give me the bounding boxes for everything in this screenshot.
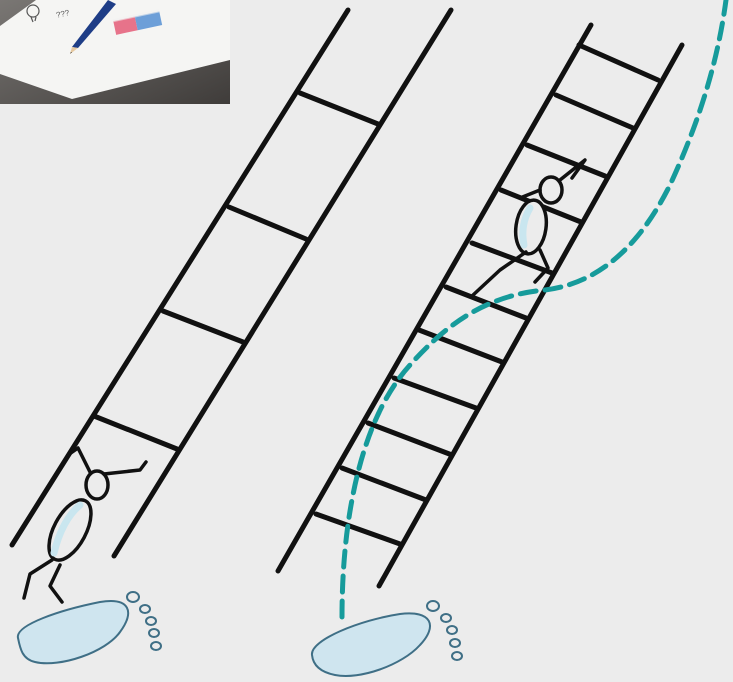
right-ladder-rung [419,330,502,362]
foot-toe [450,639,460,647]
right-ladder-rung [368,423,452,455]
foot-toe [427,601,439,611]
left-ladder-rail [114,10,451,556]
footprint-icon [18,592,161,663]
foot-toe [452,652,462,660]
foot-sole [18,601,128,663]
left-ladder-rung [94,416,177,449]
figure-leg [472,252,526,296]
foot-sole [312,613,430,676]
stick-figure-left [24,448,146,602]
figure-arm [104,462,146,474]
left-ladder-rung [163,311,243,342]
foot-toe [140,605,150,613]
figure-body [40,493,99,566]
right-ladder-rung [579,45,658,80]
figure-leg [24,560,52,598]
foot-toe [151,642,161,650]
foot-toe [149,629,159,637]
left-ladder-rail [12,10,348,545]
right-ladder-rung [556,95,633,128]
right-ladder-rung [446,287,526,318]
left-ladder-rung [229,207,306,239]
right-ladder-rung [527,145,605,176]
right-ladder-rung [394,378,476,408]
right-ladder-rung [316,514,400,544]
figure-arm [68,448,90,472]
foot-toe [127,592,139,602]
stick-figure-right [472,160,585,296]
foot-toe [146,617,156,625]
left-ladder-rung [300,93,378,124]
figure-arm [520,190,540,198]
foot-toe [447,626,457,634]
left-ladder [12,10,451,556]
foot-toe [441,614,451,622]
figure-leg [50,565,62,602]
footprint-icon [312,601,462,676]
